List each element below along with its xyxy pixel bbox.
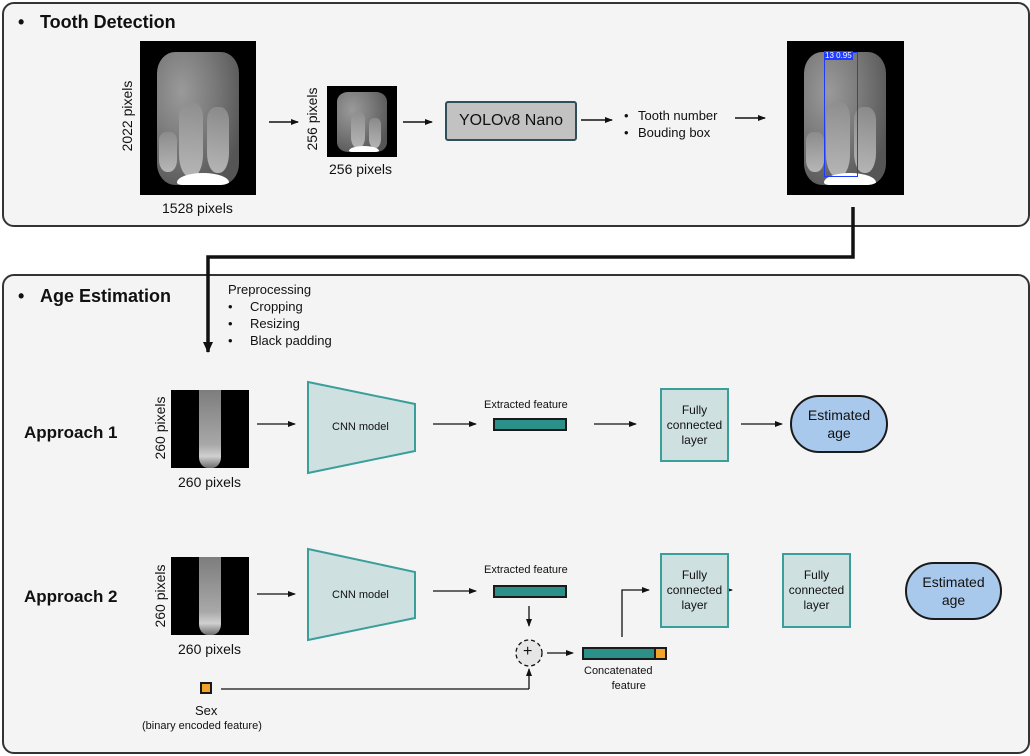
output-item-tooth-number: •Tooth number: [624, 108, 718, 123]
approach-1-feature-label: Extracted feature: [484, 399, 568, 411]
approach-2-cropped-image: [171, 557, 249, 635]
resized-width-label: 256 pixels: [329, 161, 393, 177]
bullet: •: [18, 12, 25, 32]
approach-1-extracted-feature: [493, 418, 567, 431]
resized-xray-image: [327, 86, 397, 157]
approach-1-width-label: 260 pixels: [178, 474, 242, 490]
detection-result-image: 13 0.95: [787, 41, 904, 195]
preprocessing-step: •Resizing: [228, 316, 300, 331]
arrow-detection-to-age-estimation: [203, 207, 855, 353]
bounding-box: [824, 52, 858, 177]
yolov8-nano-model-box: YOLOv8 Nano: [445, 101, 577, 141]
approach-2-extracted-feature: [493, 585, 567, 598]
arrow-vector-to-fc1: [621, 587, 650, 637]
concat-operator-symbol: +: [523, 643, 533, 660]
age-estimation-title: • Age Estimation: [18, 286, 171, 307]
approach-2-cnn-label: CNN model: [332, 589, 389, 601]
output-item-bounding-box: •Bouding box: [624, 125, 711, 140]
original-height-label: 2022 pixels: [119, 80, 135, 152]
approach-2-height-label: 260 pixels: [152, 564, 168, 628]
preprocessing-step: •Cropping: [228, 299, 303, 314]
approach-1-height-label: 260 pixels: [152, 396, 168, 460]
tooth-detection-title: • Tooth Detection: [18, 12, 176, 33]
resized-height-label: 256 pixels: [304, 87, 320, 151]
preprocessing-list: Preprocessing •Cropping •Resizing •Black…: [228, 281, 332, 349]
bullet: •: [18, 286, 25, 306]
age-estimation-title-text: Age Estimation: [40, 286, 172, 306]
concatenated-image-part: [582, 647, 656, 660]
tooth-detection-title-text: Tooth Detection: [40, 12, 176, 32]
concat-operator-circle: [515, 639, 543, 667]
approach-1-label: Approach 1: [24, 423, 118, 442]
sex-label: Sex: [195, 703, 218, 718]
sex-sublabel: (binary encoded feature): [142, 720, 262, 732]
approach-2-label: Approach 2: [24, 587, 118, 606]
preprocessing-step: •Black padding: [228, 333, 332, 348]
approach-1-cnn-label: CNN model: [332, 421, 389, 433]
concatenated-feature-vector: [582, 647, 667, 660]
cnn-model-shape-a2: [307, 547, 416, 642]
approach-2-feature-label: Extracted feature: [484, 564, 568, 576]
age-estimation-panel: [2, 274, 1030, 754]
preprocessing-title: Preprocessing: [228, 282, 312, 297]
cnn-model-shape-a1: [307, 380, 416, 475]
original-width-label: 1528 pixels: [162, 200, 233, 216]
original-xray-image: [140, 41, 256, 195]
approach-1-cropped-image: [171, 390, 249, 468]
detection-outputs-list: •Tooth number •Bouding box: [624, 107, 718, 141]
approach-2-width-label: 260 pixels: [178, 641, 242, 657]
concatenated-sex-part: [654, 647, 667, 660]
bounding-box-label: 13 0.95: [824, 51, 853, 60]
sex-feature-box: [200, 682, 212, 694]
